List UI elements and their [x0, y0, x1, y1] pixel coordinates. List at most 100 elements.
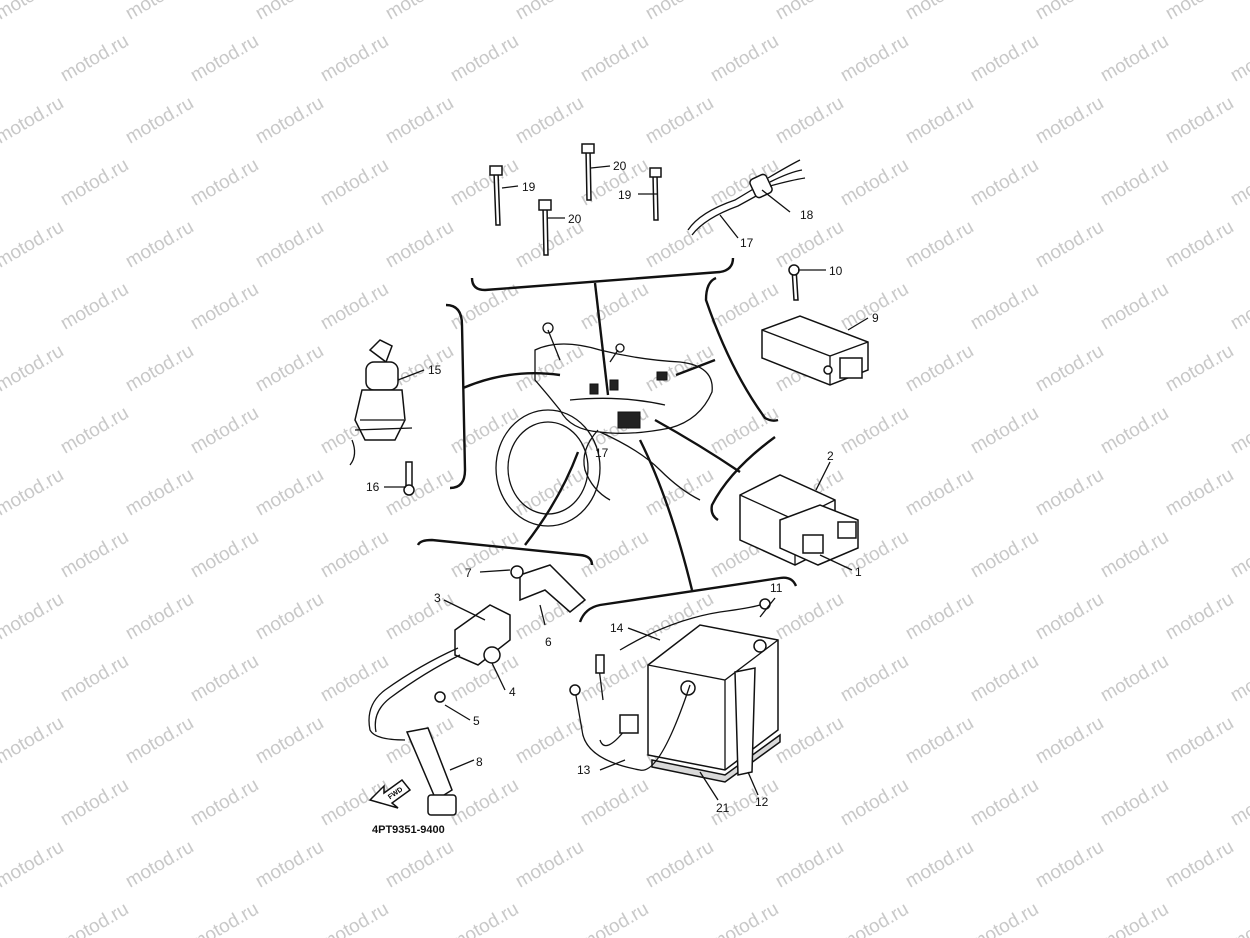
watermark-text: motod.ru — [0, 837, 67, 893]
watermark-text: motod.ru — [902, 341, 977, 397]
callout-17: 17 — [740, 236, 754, 250]
watermark-text: motod.ru — [382, 93, 457, 149]
watermark-text: motod.ru — [772, 0, 847, 24]
watermark-text: motod.ru — [707, 31, 782, 87]
watermark-text: motod.ru — [1032, 589, 1107, 645]
watermark-text: motod.ru — [317, 527, 392, 583]
callout-5: 5 — [473, 714, 480, 728]
callout-21: 21 — [716, 801, 730, 815]
callout-14: 14 — [610, 621, 624, 635]
watermark-text: motod.ru — [512, 713, 587, 769]
watermark-text: motod.ru — [0, 341, 67, 397]
watermark-text: motod.ru — [1162, 341, 1237, 397]
callout-12: 12 — [755, 795, 769, 809]
watermark-text: motod.ru — [512, 465, 587, 521]
callout-3: 3 — [434, 591, 441, 605]
watermark-text: motod.ru — [122, 465, 197, 521]
callout-4: 4 — [509, 685, 516, 699]
watermark-text: motod.ru — [1227, 279, 1250, 335]
watermark-text: motod.ru — [642, 217, 717, 273]
watermark-text: motod.ru — [512, 0, 587, 24]
leader-lines — [384, 165, 869, 801]
watermark-text: motod.ru — [57, 775, 132, 831]
watermark-text: motod.ru — [837, 31, 912, 87]
watermark-text: motod.ru — [642, 837, 717, 893]
watermark-text: motod.ru — [382, 0, 457, 24]
rectifier-regulator — [761, 264, 869, 386]
watermark-text: motod.ru — [0, 899, 2, 938]
callout-19: 19 — [618, 188, 632, 202]
watermark-text: motod.ru — [122, 589, 197, 645]
watermark-text: motod.ru — [252, 589, 327, 645]
callout-20: 20 — [568, 212, 582, 226]
watermark-text: motod.ru — [642, 93, 717, 149]
watermark-text: motod.ru — [902, 93, 977, 149]
watermark-text: motod.ru — [1097, 651, 1172, 707]
watermark-text: motod.ru — [0, 465, 67, 521]
callout-8: 8 — [476, 755, 483, 769]
main-switch — [349, 339, 415, 496]
watermark-text: motod.ru — [967, 155, 1042, 211]
watermark-text: motod.ru — [1097, 899, 1172, 938]
watermark-text: motod.ru — [902, 837, 977, 893]
watermark-text: motod.ru — [967, 279, 1042, 335]
watermark-text: motod.ru — [1032, 465, 1107, 521]
callout-11: 11 — [770, 581, 783, 595]
watermark-text: motod.ru — [902, 217, 977, 273]
watermark-text: motod.ru — [1097, 279, 1172, 335]
watermark-text: motod.ru — [187, 31, 262, 87]
watermark-text: motod.ru — [1162, 0, 1237, 24]
watermark-text: motod.ru — [1227, 31, 1250, 87]
watermark-text: motod.ru — [837, 775, 912, 831]
watermark-text: motod.ru — [57, 31, 132, 87]
watermark-text: motod.ru — [1162, 589, 1237, 645]
callout-15: 15 — [428, 363, 442, 377]
watermark-text: motod.ru — [577, 651, 652, 707]
callout-16: 16 — [366, 480, 380, 494]
watermark-text: motod.ru — [0, 0, 67, 24]
watermark-text: motod.ru — [1097, 403, 1172, 459]
watermark-text: motod.ru — [902, 713, 977, 769]
watermark-text: motod.ru — [1162, 93, 1237, 149]
watermark-text: motod.ru — [1227, 403, 1250, 459]
watermark-text: motod.ru — [187, 155, 262, 211]
watermark-text: motod.ru — [902, 465, 977, 521]
watermark-text: motod.ru — [837, 279, 912, 335]
watermark-text: motod.ru — [1032, 217, 1107, 273]
callout-7: 7 — [465, 566, 472, 580]
watermark-text: motod.ru — [707, 403, 782, 459]
watermark-text: motod.ru — [1097, 775, 1172, 831]
watermark-text: motod.ru — [252, 93, 327, 149]
callout-2: 2 — [827, 449, 834, 463]
watermark-text: motod.ru — [967, 403, 1042, 459]
watermark-text: motod.ru — [0, 403, 2, 459]
watermark-text: motod.ru — [512, 837, 587, 893]
watermark-text: motod.ru — [252, 713, 327, 769]
watermark-text: motod.ru — [577, 527, 652, 583]
watermark-text: motod.ru — [0, 279, 2, 335]
watermark-text: motod.ru — [447, 155, 522, 211]
watermark-text: motod.ru — [122, 93, 197, 149]
watermark-text: motod.ru — [1162, 217, 1237, 273]
watermark-text: motod.ru — [1227, 651, 1250, 707]
watermark-text: motod.ru — [252, 0, 327, 24]
watermark-text: motod.ru — [1032, 837, 1107, 893]
watermark-text: motod.ru — [1097, 31, 1172, 87]
watermark-text: motod.ru — [642, 341, 717, 397]
watermark-text: motod.ru — [382, 465, 457, 521]
watermark-text: motod.ru — [122, 341, 197, 397]
watermark-text: motod.ru — [0, 93, 67, 149]
cable-ties — [489, 143, 662, 256]
watermark-text: motod.ru — [57, 527, 132, 583]
watermark-text: motod.ru — [187, 775, 262, 831]
watermark-text: motod.ru — [0, 155, 2, 211]
watermark-text: motod.ru — [57, 899, 132, 938]
watermark-text: motod.ru — [317, 155, 392, 211]
callout-9: 9 — [872, 311, 879, 325]
callout-1: 1 — [855, 565, 862, 579]
watermark-text: motod.ru — [252, 217, 327, 273]
watermark-text: motod.ru — [0, 713, 67, 769]
watermark-text: motod.ru — [967, 651, 1042, 707]
watermark-text: motod.ru — [57, 651, 132, 707]
watermark-text: motod.ru — [187, 279, 262, 335]
